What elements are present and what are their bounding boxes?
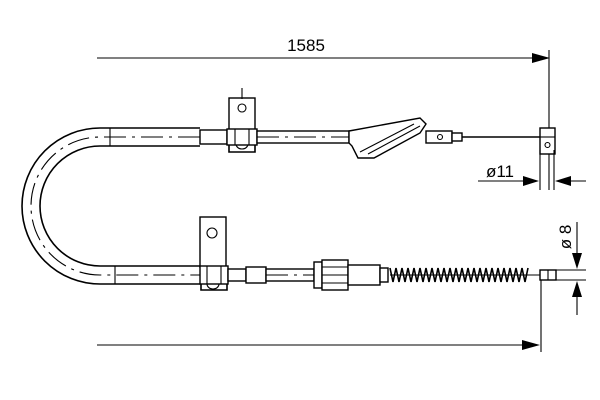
diameter-bottom-arrow-top [572,253,582,269]
diameter-dimension-bottom: ø 8 [556,222,586,315]
length-arrowhead [532,53,550,63]
top-bracket-hole [237,103,247,113]
sheath-centerline [30,136,200,276]
bottom-cable-branch [199,216,557,291]
bottom-bracket-hole [206,227,218,239]
bottom-clamp-arc [206,283,220,290]
top-clamp-body [226,128,258,146]
bottom-mounting-bracket [199,216,227,268]
top-wedge-line-1 [359,123,415,153]
lower-arrowhead [522,340,540,350]
top-wedge-line-2 [367,125,421,155]
top-mounting-bracket [228,97,256,131]
bottom-return-spring [389,267,529,283]
bottom-sheath-short [227,268,247,282]
top-clamp-base [228,144,256,153]
top-fitting-pin [544,141,551,149]
top-end-nipple [451,132,463,142]
bottom-threaded-sleeve [347,264,381,286]
bottom-ferrule-1 [245,266,267,284]
cable-sheath-curve [21,127,200,285]
diameter-top-label: ø11 [486,162,514,181]
length-dimension: 1585 [97,36,550,190]
sheath-outer-edge [21,127,200,285]
lower-reference-dimension [97,270,542,352]
sheath-inner-edge [39,145,200,267]
top-ferrule-left [199,129,228,145]
diameter-bottom-label: ø 8 [556,225,575,250]
diameter-top-arrow-right [555,176,571,186]
top-cable-end-fitting [539,127,556,155]
bottom-nut-flange [313,261,323,289]
top-end-ferrule [425,130,453,144]
diameter-bottom-arrow-bottom [572,281,582,297]
bottom-clamp-base [200,284,228,291]
bottom-sleeve-collar [379,267,389,283]
top-cable-branch [199,88,556,159]
diameter-dimension-top: ø11 [478,150,586,190]
bottom-clamp-body [199,265,229,285]
diameter-top-arrow-left [523,176,539,186]
top-ferrule-pin [436,133,444,141]
length-dimension-label: 1585 [287,36,325,55]
